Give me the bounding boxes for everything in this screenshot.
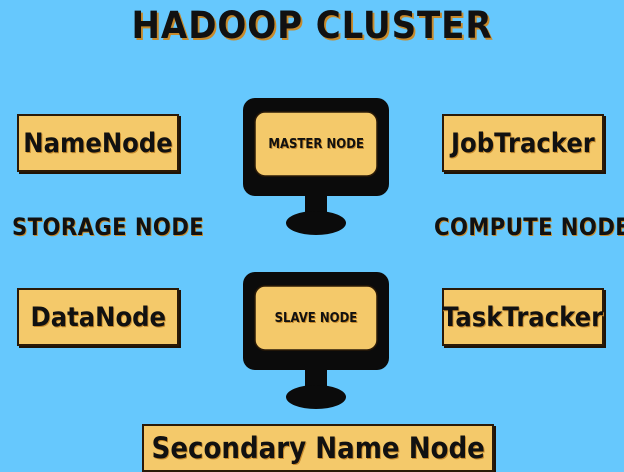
slave-node-text: SLAVE NODE — [255, 286, 377, 350]
tasktracker-box: TaskTracker — [442, 288, 604, 346]
monitor-icon — [243, 98, 389, 235]
compute-node-label: COMPUTE NODE — [434, 213, 624, 241]
master-node-text: MASTER NODE — [255, 112, 377, 176]
storage-node-text: STORAGE NODE — [12, 213, 205, 241]
slave-node-label: SLAVE NODE — [274, 310, 358, 326]
storage-node-label: STORAGE NODE — [12, 213, 230, 241]
tasktracker-label: TaskTracker — [442, 301, 604, 333]
secondary-name-node-box: Secondary Name Node — [142, 424, 494, 472]
namenode-label: NameNode — [23, 127, 173, 159]
namenode-box: NameNode — [17, 114, 179, 172]
monitor-icon — [243, 272, 389, 409]
jobtracker-label: JobTracker — [451, 127, 595, 159]
secondary-name-node-label: Secondary Name Node — [151, 431, 485, 465]
datanode-box: DataNode — [17, 288, 179, 346]
compute-node-text: COMPUTE NODE — [434, 213, 624, 241]
datanode-label: DataNode — [30, 301, 166, 333]
master-node-monitor: MASTER NODE — [239, 96, 393, 238]
master-node-label: MASTER NODE — [268, 136, 364, 152]
diagram-title: HADOOP CLUSTER — [131, 4, 493, 47]
jobtracker-box: JobTracker — [442, 114, 604, 172]
slave-node-monitor: SLAVE NODE — [239, 270, 393, 412]
